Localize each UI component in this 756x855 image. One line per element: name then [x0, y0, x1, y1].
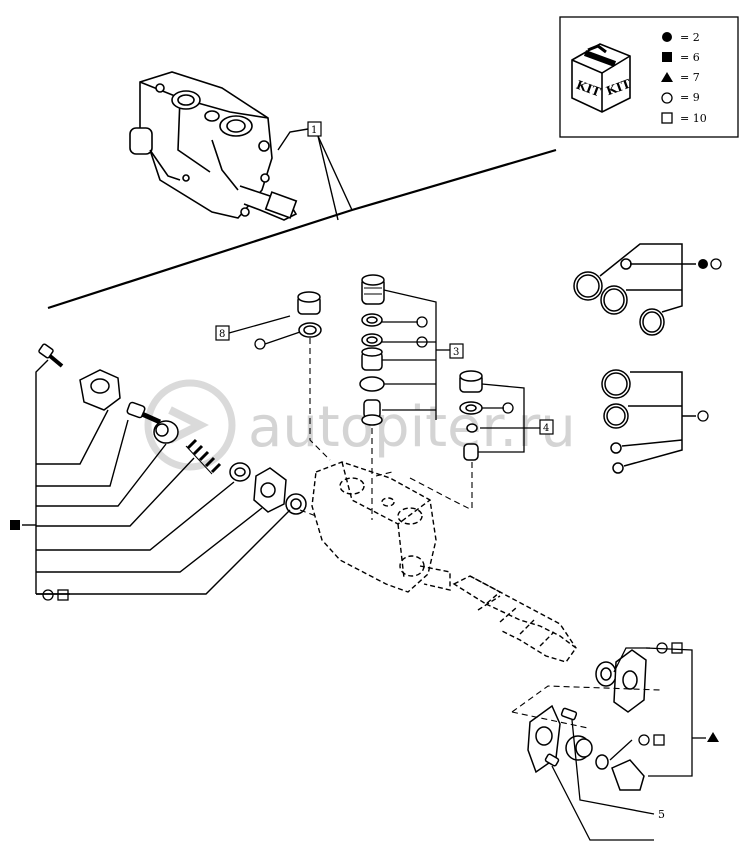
- callout-1-label: 1: [311, 125, 317, 136]
- legend-row-3-text: = 7: [680, 71, 700, 84]
- right-oring-group-mid: [601, 369, 696, 474]
- left-exploded-parts: [38, 343, 307, 515]
- separator-line: [47, 148, 557, 310]
- kit-legend: KIT KIT = 2 = 6 = 7 = 9 = 10: [559, 16, 739, 138]
- lower-assembly-dashed-frame: [511, 685, 661, 729]
- right-filled-triangle-icon: [707, 732, 719, 742]
- callout-3: [382, 289, 464, 420]
- open-square-icon: [661, 112, 673, 124]
- filled-square-icon: [662, 52, 672, 62]
- kit-box-icon: KIT KIT: [571, 43, 633, 113]
- watermark: autopiter.ru: [144, 379, 576, 471]
- bolt-part: [126, 401, 162, 425]
- left-open-square-icon: [57, 589, 69, 601]
- callout-1: 1: [277, 121, 353, 221]
- exploded-axis-dashed: [299, 471, 393, 517]
- left-filled-square-icon: [10, 520, 20, 530]
- callout-4-label: 4: [543, 423, 549, 434]
- legend-row-5-text: = 10: [680, 112, 707, 125]
- callout-5-label: 5: [658, 808, 665, 821]
- right-oring-group-top: [573, 243, 696, 336]
- spool-dashed: [452, 575, 577, 663]
- left-open-circle-icon: [42, 589, 54, 601]
- lower-right-leaders: [551, 642, 706, 841]
- lower-right-assembly: [527, 649, 647, 791]
- legend-row-2-text: = 6: [680, 51, 700, 64]
- spring-part: [185, 438, 222, 475]
- open-circle-icon: [661, 92, 673, 104]
- right-filled-circle-icon: [698, 259, 708, 269]
- legend-row-4-text: = 9: [680, 91, 700, 104]
- callout-8-label: 8: [219, 329, 225, 340]
- left-bracket-leaders: [22, 359, 291, 595]
- callout-3-label: 3: [453, 347, 459, 358]
- right-open-circle-icon-2: [697, 410, 709, 422]
- valve-body-dashed: [311, 461, 451, 593]
- assembled-valve-section: [129, 71, 298, 221]
- legend-row-1-text: = 2: [680, 31, 700, 44]
- right-open-circle-icon-1: [710, 258, 722, 270]
- callout-4: 4: [409, 370, 554, 511]
- center-column-parts: [359, 274, 385, 426]
- filled-triangle-icon: [661, 72, 673, 82]
- callout-8: 8: [215, 291, 331, 461]
- filled-circle-icon: [662, 32, 672, 42]
- screw-part: [38, 343, 64, 368]
